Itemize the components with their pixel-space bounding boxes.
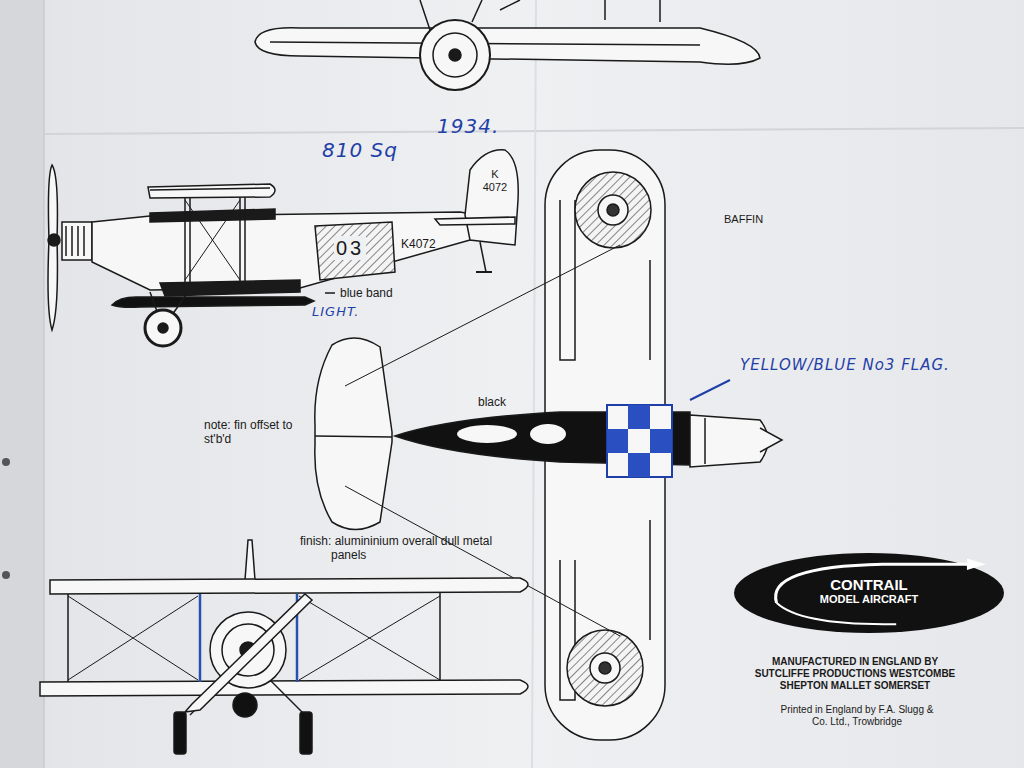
plan-view xyxy=(315,150,782,740)
flag-note: YELLOW/BLUE No3 FLAG. xyxy=(740,356,1006,374)
fin-serial: K 4072 xyxy=(478,168,512,194)
torpedo-note: LIGHT. xyxy=(312,304,359,320)
fold-line xyxy=(532,0,536,768)
printer-note: Printed in England by F.A. Slugg & Co. L… xyxy=(772,704,942,728)
brand-name: CONTRAIL xyxy=(733,576,1005,593)
front-view xyxy=(40,540,528,754)
fin-note: note: fin offset to st'b'd xyxy=(204,418,309,447)
fold-line xyxy=(44,128,1024,134)
type-title: BAFFIN xyxy=(724,213,763,226)
fuselage-code: 03 xyxy=(334,236,366,260)
finish-note: finish: alumininium overall dull metal p… xyxy=(300,534,521,563)
binder-edge xyxy=(0,0,44,768)
maker-logo: CONTRAILMODEL AIRCRAFT xyxy=(733,552,1005,634)
year-note: 1934. xyxy=(437,114,499,138)
side-view xyxy=(48,150,518,346)
band-note: blue band xyxy=(340,286,393,300)
brand-subtitle: MODEL AIRCRAFT xyxy=(733,593,1005,605)
colour-note: black xyxy=(478,395,506,409)
fuselage-serial: K4072 xyxy=(401,237,436,251)
signal-flag xyxy=(607,405,672,477)
squadron-note: 810 Sq xyxy=(322,138,398,162)
maker-address: MANUFACTURED IN ENGLAND BY SUTCLIFFE PRO… xyxy=(744,656,966,692)
top-view-fragment xyxy=(255,0,760,90)
